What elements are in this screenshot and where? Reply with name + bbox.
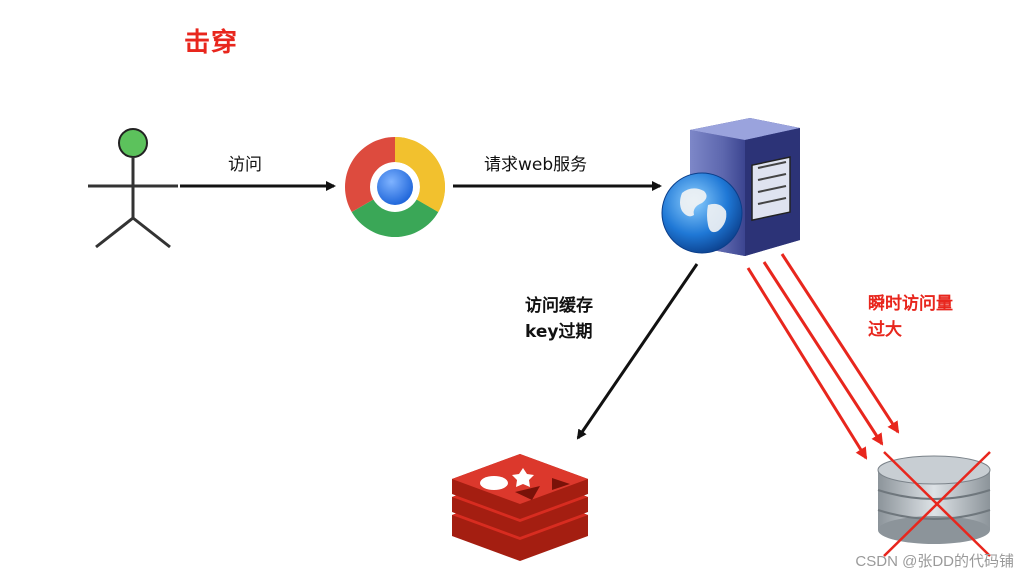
stick-figure-user-icon (88, 128, 178, 249)
label-burst-line2: 过大 (868, 320, 902, 340)
redis-icon (452, 454, 588, 561)
label-burst-line1: 瞬时访问量 (868, 294, 953, 314)
label-cache-line2: key过期 (525, 322, 593, 342)
chrome-browser-icon (345, 137, 445, 237)
server-globe-icon (661, 118, 800, 256)
label-request-web: 请求web服务 (484, 155, 588, 175)
label-visit: 访问 (228, 155, 262, 175)
page-title: 击穿 (184, 28, 239, 58)
burst-arrows (746, 253, 900, 460)
label-cache-line1: 访问缓存 (525, 296, 593, 316)
database-crossed-icon (877, 451, 991, 557)
watermark: CSDN @张DD的代码铺 (855, 553, 1014, 570)
arrow-cache (576, 263, 699, 440)
